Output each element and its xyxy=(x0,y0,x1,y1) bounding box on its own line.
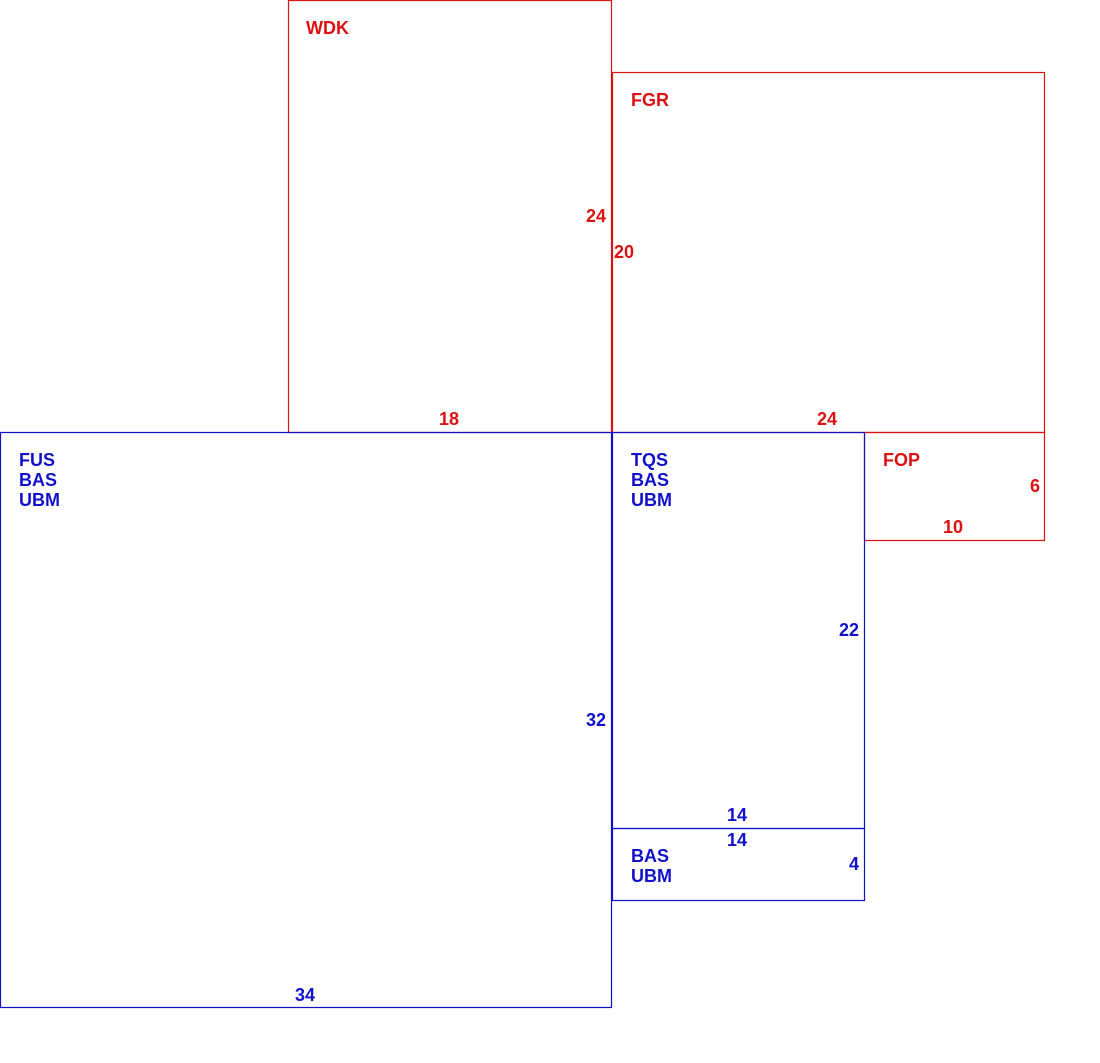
room-tqs-name: TQS xyxy=(631,450,668,470)
room-fgr-height: 20 xyxy=(614,242,634,262)
room-fus-name: FUS xyxy=(19,450,55,470)
room-bas-ubm-label-2: UBM xyxy=(631,866,672,886)
room-fus-width: 34 xyxy=(295,985,315,1005)
room-fus-label-3: UBM xyxy=(19,490,60,510)
room-bas-ubm: BAS UBM 14 4 xyxy=(611,827,866,902)
room-tqs-label-2: BAS xyxy=(631,470,669,490)
room-bas-ubm-height: 4 xyxy=(849,854,859,874)
room-wdk-outline xyxy=(287,0,613,434)
room-wdk-name: WDK xyxy=(306,18,349,38)
room-fgr-name: FGR xyxy=(631,90,669,110)
room-fop-height: 6 xyxy=(1030,476,1040,496)
room-tqs: TQS BAS UBM 22 14 xyxy=(611,431,866,830)
room-bas-ubm-outline xyxy=(611,827,866,902)
room-fop-width: 10 xyxy=(943,517,963,537)
room-tqs-height: 22 xyxy=(839,620,859,640)
room-fus-outline xyxy=(0,431,613,1009)
room-fop: FOP 6 10 xyxy=(863,431,1046,542)
room-fgr: FGR 20 24 xyxy=(611,71,1046,434)
room-tqs-width: 14 xyxy=(727,805,747,825)
room-wdk: WDK 24 18 xyxy=(287,0,613,434)
room-bas-ubm-width: 14 xyxy=(727,830,747,850)
room-fus-label-2: BAS xyxy=(19,470,57,490)
room-wdk-height: 24 xyxy=(586,206,606,226)
room-fus-height: 32 xyxy=(586,710,606,730)
room-wdk-width: 18 xyxy=(439,409,459,429)
room-bas-ubm-name: BAS xyxy=(631,846,669,866)
room-tqs-label-3: UBM xyxy=(631,490,672,510)
room-fus: FUS BAS UBM 32 34 xyxy=(0,431,613,1009)
room-fgr-width: 24 xyxy=(817,409,837,429)
room-fgr-outline xyxy=(611,71,1046,434)
room-fop-name: FOP xyxy=(883,450,920,470)
